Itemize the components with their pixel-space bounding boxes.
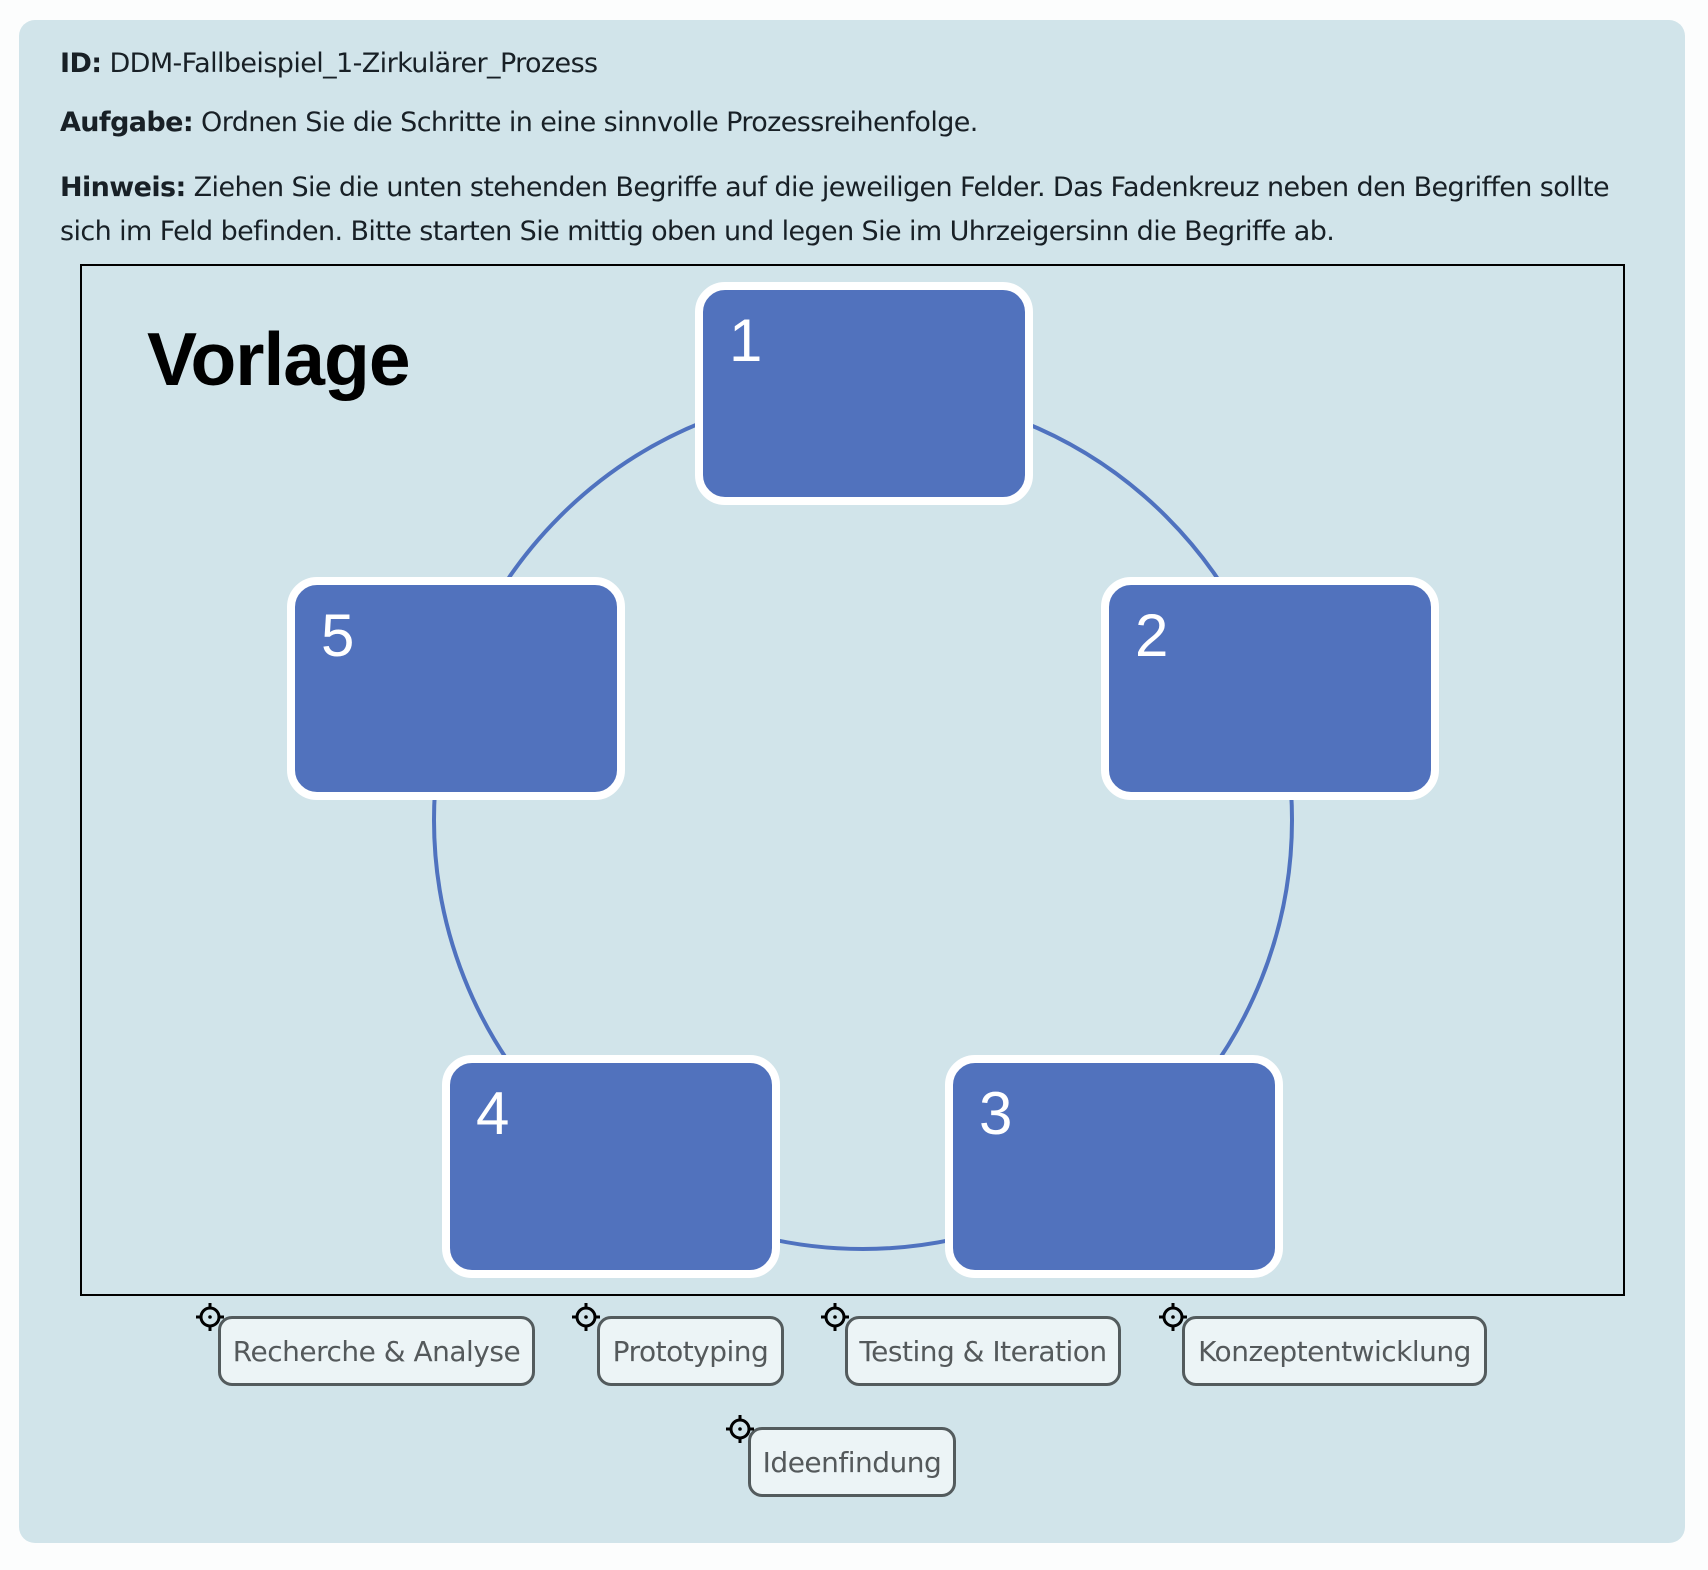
drop-slot-1[interactable]: 1 xyxy=(695,282,1033,505)
id-label: ID: xyxy=(60,48,102,79)
draggable-term[interactable]: Testing & Iteration xyxy=(845,1316,1121,1386)
crosshair-icon[interactable] xyxy=(820,1302,850,1332)
crosshair-icon[interactable] xyxy=(1158,1302,1188,1332)
task-line: Aufgabe: Ordnen Sie die Schritte in eine… xyxy=(60,107,978,138)
term-label: Testing & Iteration xyxy=(859,1334,1107,1368)
task-value: Ordnen Sie die Schritte in eine sinnvoll… xyxy=(201,107,978,138)
drop-slot-4[interactable]: 4 xyxy=(442,1055,780,1278)
task-label: Aufgabe: xyxy=(60,107,194,138)
draggable-term[interactable]: Prototyping xyxy=(597,1316,784,1386)
term-label: Ideenfindung xyxy=(762,1445,942,1479)
diagram-title: Vorlage xyxy=(147,317,411,401)
term-label: Prototyping xyxy=(612,1334,769,1368)
hint-value: Ziehen Sie die unten stehenden Begriffe … xyxy=(60,172,1610,247)
draggable-term[interactable]: Ideenfindung xyxy=(748,1427,956,1497)
term-label: Recherche & Analyse xyxy=(232,1334,521,1368)
slot-number: 3 xyxy=(979,1080,1013,1147)
slot-number: 4 xyxy=(476,1080,510,1147)
term-label: Konzeptentwicklung xyxy=(1198,1334,1471,1368)
drop-zone-frame xyxy=(80,264,1625,1296)
crosshair-icon[interactable] xyxy=(725,1414,755,1444)
hint-line: Hinweis: Ziehen Sie die unten stehenden … xyxy=(60,166,1630,254)
hint-label: Hinweis: xyxy=(60,172,186,203)
id-line: ID: DDM-Fallbeispiel_1-Zirkulärer_Prozes… xyxy=(60,48,598,79)
slot-number: 5 xyxy=(321,602,355,669)
draggable-term[interactable]: Recherche & Analyse xyxy=(218,1316,535,1386)
drop-slot-3[interactable]: 3 xyxy=(945,1055,1283,1278)
slot-number: 2 xyxy=(1135,602,1169,669)
crosshair-icon[interactable] xyxy=(195,1302,225,1332)
crosshair-icon[interactable] xyxy=(571,1302,601,1332)
drop-slot-5[interactable]: 5 xyxy=(287,577,625,800)
slot-number: 1 xyxy=(729,307,763,374)
draggable-term[interactable]: Konzeptentwicklung xyxy=(1182,1316,1487,1386)
id-value: DDM-Fallbeispiel_1-Zirkulärer_Prozess xyxy=(109,48,598,79)
drop-slot-2[interactable]: 2 xyxy=(1101,577,1439,800)
